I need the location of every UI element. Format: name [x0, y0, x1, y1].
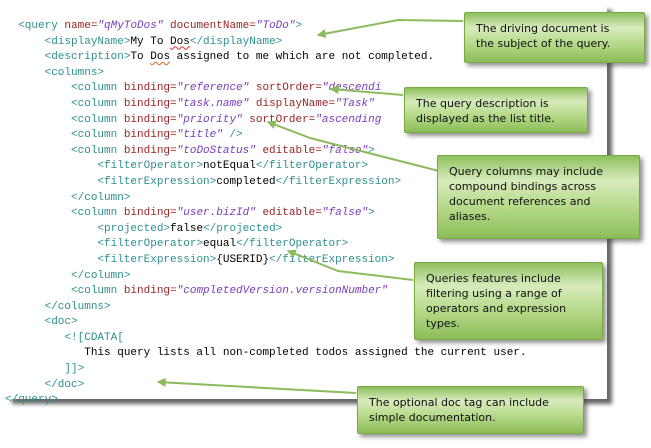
code-line: </columns> [5, 300, 527, 316]
code-token-sqo: Dos [150, 51, 171, 64]
code-token-tag: </filterExpression> [275, 175, 402, 188]
code-token-txt: My To [130, 35, 171, 48]
code-token-val: "ToDo" [255, 20, 296, 32]
code-token-sqr: Dos [170, 35, 190, 48]
code-line: </column> [5, 269, 527, 285]
code-token-attr: binding= [123, 144, 177, 157]
code-line: <![CDATA[ [5, 331, 527, 347]
code-line: <columns> [5, 66, 527, 82]
code-token-tag: <column [71, 207, 124, 220]
code-line: <column binding="task.name" displayName=… [5, 97, 527, 113]
code-token-txt: false [170, 222, 204, 235]
code-token-txt: equal [203, 238, 237, 251]
code-line: <filterExpression>completed</filterExpre… [5, 175, 527, 191]
code-line: </doc> [5, 378, 527, 394]
callout-filtering-features: Queries features include filtering using… [414, 262, 603, 340]
code-token-val: "completedVersion.versionNumber" [176, 285, 388, 298]
code-line: <doc> [5, 315, 527, 331]
callout-doc-tag: The optional doc tag can include simple … [357, 386, 584, 434]
callout-driving-document: The driving document is the subject of t… [464, 12, 645, 63]
code-token-tag: </filterExpression> [269, 253, 395, 266]
code-token-attr: editable= [255, 207, 322, 220]
code-line: </query> [5, 393, 527, 409]
code-token-tag: <filterExpression> [97, 253, 217, 266]
code-token-tag: <column [71, 113, 124, 126]
code-token-attr: sortOrder= [249, 82, 322, 95]
code-line: <column binding="user.bizId" editable="f… [5, 206, 527, 222]
code-token-tag: <column [71, 82, 124, 95]
code-token-txt: assigned to me which are not completed. [170, 51, 435, 64]
code-line: <description>To Dos assigned to me which… [5, 50, 527, 66]
callout-query-description: The query description is displayed as th… [404, 87, 588, 133]
code-token-val: "false" [321, 144, 369, 157]
code-token-attr: documentName= [163, 20, 256, 32]
code-token-tag: <doc> [44, 316, 78, 329]
code-token-tag: <projected> [97, 222, 171, 235]
code-token-val: "Task" [335, 97, 375, 110]
code-token-val: "ascending [315, 113, 382, 126]
code-token-tag: <filterExpression> [97, 175, 217, 188]
code-token-tag: > [368, 207, 375, 220]
callout-compound-bindings: Query columns may include compound bindi… [437, 155, 640, 239]
code-token-val: "task.name" [176, 97, 250, 110]
code-token-tag: <columns> [44, 66, 105, 79]
code-token-tag: </filterOperator> [255, 160, 369, 173]
code-token-txt: {USERID} [216, 253, 270, 266]
code-token-tag: <column [71, 129, 124, 142]
code-token-tag: </doc> [44, 378, 85, 391]
code-token-val: "qMyToDos" [97, 20, 164, 32]
code-token-val: "false" [321, 207, 369, 220]
code-token-attr: binding= [123, 113, 177, 126]
code-token-attr: editable= [255, 144, 322, 157]
code-token-tag: <column [71, 97, 124, 110]
code-token-val: "priority" [176, 113, 243, 126]
code-token-tag: </query> [5, 394, 58, 407]
code-token-tag: <![CDATA[ [64, 331, 124, 344]
code-token-tag: </filterOperator> [236, 238, 349, 251]
code-token-tag: <displayName> [44, 35, 131, 48]
code-token-tag: > [295, 20, 303, 32]
code-token-attr: displayName= [249, 97, 336, 110]
code-token-val: "toDoStatus" [176, 144, 256, 157]
code-token-attr: binding= [123, 97, 177, 110]
code-line: <displayName>My To Dos</displayName> [5, 35, 527, 51]
code-token-tag: <filterOperator> [97, 238, 204, 251]
code-token-tag: > [368, 144, 375, 157]
code-token-tag: <description> [44, 51, 131, 64]
code-token-tag: </column> [71, 269, 131, 282]
code-token-tag: </columns> [44, 300, 111, 313]
code-token-attr: sortOrder= [242, 113, 316, 126]
code-token-val: "user.bizId" [176, 207, 256, 220]
code-token-txt: completed [216, 175, 276, 188]
code-line: <column binding="title" /> [5, 128, 527, 144]
code-token-tag: </column> [71, 191, 131, 204]
code-token-val: "title" [176, 129, 223, 142]
code-token-attr: binding= [123, 82, 177, 95]
code-token-attr: binding= [123, 285, 177, 298]
code-line: This query lists all non-completed todos… [5, 346, 527, 362]
code-token-attr: name= [64, 20, 98, 32]
code-token-tag: </projected> [203, 222, 283, 235]
code-token-txt: This query lists all non-completed todos… [84, 347, 527, 360]
code-token-val: "reference" [176, 82, 250, 95]
code-token-tag: <column [71, 285, 124, 298]
code-token-attr: binding= [123, 207, 177, 220]
code-line: <column binding="completedVersion.versio… [5, 284, 527, 300]
code-line: </column> [5, 191, 527, 207]
code-token-val: "descendi [321, 82, 382, 95]
code-token-tag: </displayName> [189, 35, 283, 48]
code-token-tag: <query [18, 20, 65, 32]
code-token-tag: /> [222, 129, 243, 142]
code-line: <query name="qMyToDos" documentName="ToD… [5, 19, 527, 35]
code-token-tag: ]]> [64, 363, 85, 376]
code-line: <filterOperator>equal</filterOperator> [5, 237, 527, 253]
code-token-txt: To [130, 51, 151, 64]
code-token-txt: notEqual [203, 160, 256, 173]
code-token-tag: <filterOperator> [97, 160, 204, 173]
code-token-attr: binding= [123, 129, 177, 142]
code-line: ]]> [5, 362, 527, 378]
code-token-tag: <column [71, 144, 124, 157]
code-line: <projected>false</projected> [5, 222, 527, 238]
